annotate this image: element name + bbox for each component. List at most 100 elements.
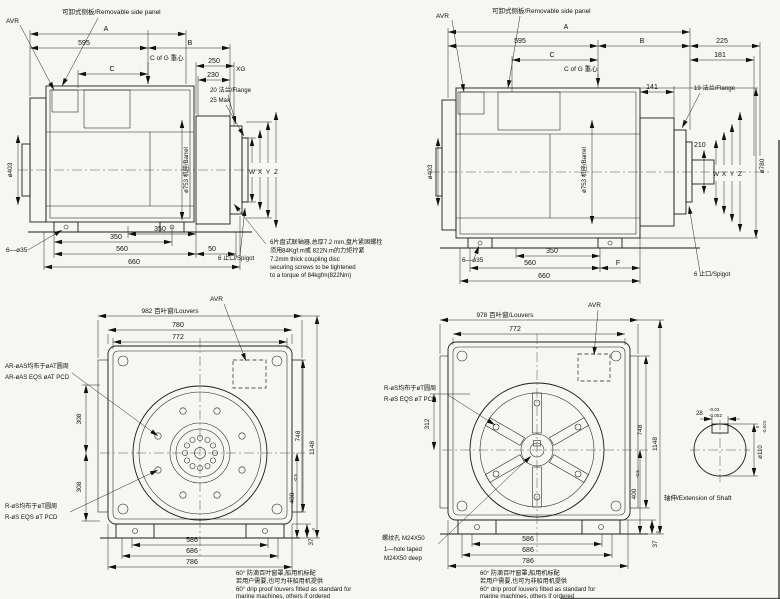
- bl-dim-780: 780: [172, 322, 184, 329]
- br-rs-label-en: R-øS EQS øT PCD: [384, 396, 437, 403]
- bl-dim-786: 786: [186, 559, 198, 566]
- br-rs-label-cn: R-øS均布于øT圆周: [384, 384, 436, 392]
- tr-dim-350: 350: [546, 248, 558, 255]
- tr-dia-780: ø780: [759, 158, 766, 173]
- tl-avr-label: AVR: [6, 18, 19, 25]
- tr-dim-595: 595: [514, 38, 526, 45]
- tl-dim-b: B: [188, 40, 193, 47]
- tl-note-line-2: 须用84Kgf.m或 822N.m的力矩拧紧: [270, 247, 364, 255]
- tl-dim-x: X: [258, 169, 263, 176]
- tr-dim-z: Z: [738, 171, 742, 178]
- tr-dim-c: C: [549, 52, 554, 59]
- br-dim-786: 786: [522, 558, 534, 565]
- tl-dim-350b: 350: [110, 234, 122, 241]
- tl-dia-403: ø403: [7, 162, 14, 177]
- tl-dim-w: W: [249, 169, 256, 176]
- tr-avr-label: AVR: [436, 13, 449, 20]
- br-avr-label: AVR: [588, 302, 601, 309]
- tr-cog-label: C of G 重心: [564, 65, 598, 73]
- tl-note-line-3: 7.2mm thick coupling disc: [270, 256, 340, 263]
- tl-note-line-5: to a torque of 84kgfm(822Nm): [270, 272, 351, 279]
- br-note-cn-1: 60° 防滴百叶窗罩,船用机标配: [480, 569, 560, 577]
- view-top-right: 可卸式侧板/Removable side panel AVR A 595 B 2…: [427, 6, 770, 284]
- bl-dim-400-tol: -0.5: [293, 474, 298, 482]
- bl-ar-label-en: AR-øAS EQS øAT PCD: [5, 374, 70, 381]
- bl-machine-outline: [97, 338, 305, 556]
- br-shaft-dim-28-tol-lo: -0.052: [709, 413, 722, 418]
- tl-note-line-1: 6片盘式联轴器,总厚7.2 mm,盘片紧固螺栓: [270, 238, 382, 246]
- bl-dimensions: [69, 303, 320, 570]
- br-dim-772: 772: [509, 326, 521, 333]
- tl-xg-label: XG: [236, 66, 245, 73]
- br-dim-686: 686: [522, 547, 534, 554]
- bl-ar-label-cn: AR-øAS均布于øAT圆周: [5, 362, 69, 370]
- br-shaft-dim-110-tol-hi: 0: [755, 425, 760, 428]
- br-shaft-dim-110: ø110: [757, 445, 764, 459]
- tr-barrel-label: ø753 机座/Barrel: [580, 147, 588, 193]
- tr-dim-210: 210: [694, 142, 706, 149]
- tr-dim-181: 181: [714, 52, 726, 59]
- bl-note-cn-1: 60° 防滴百叶窗罩,船用机标配: [236, 569, 316, 577]
- tl-dimensions: [15, 17, 279, 270]
- tr-dim-560: 560: [524, 260, 536, 267]
- br-dim-748: 748: [637, 424, 644, 435]
- view-bottom-right: 978 百叶窗/Louvers AVR 772 R-øS均布于øT圆周 R-øS…: [382, 302, 767, 599]
- view-bottom-left: 982 百叶窗/Louvers AVR 780 772 AR-øAS均布于øAT…: [5, 296, 351, 599]
- bl-dim-686: 686: [186, 548, 198, 555]
- tr-spigot-label: 6 止口/Spigot: [694, 270, 731, 278]
- tr-dim-x: X: [722, 171, 727, 178]
- tl-dim-595: 595: [78, 40, 90, 47]
- tr-dim-660: 660: [538, 273, 550, 280]
- tl-dim-230: 230: [207, 72, 219, 79]
- br-dim-586: 586: [522, 536, 534, 543]
- br-dim-312: 312: [424, 418, 431, 429]
- tl-holes-label: 6—ø35: [6, 247, 28, 254]
- tr-dim-225: 225: [716, 38, 728, 45]
- bl-dim-308a: 308: [76, 413, 83, 424]
- tl-dim-50: 50: [208, 246, 216, 253]
- bl-dim-1148: 1148: [309, 441, 316, 455]
- tr-dim-b: B: [640, 38, 645, 45]
- tl-dim-350a: 350: [154, 226, 166, 233]
- br-dim-1148: 1148: [652, 437, 659, 451]
- tl-dim-c: C: [109, 66, 114, 73]
- bl-rs-label-cn: R-øS均布于øT圆周: [5, 502, 57, 510]
- br-shaft-detail: [690, 416, 758, 482]
- tl-dim-y: Y: [266, 169, 271, 176]
- bl-note-cn-2: 若用户需要,也可为非船用机提供: [236, 577, 323, 585]
- br-shaft-dim-28: 28: [696, 410, 703, 417]
- br-tap-label-cn: 螺纹孔 M24X50: [382, 534, 425, 542]
- tr-dim-y: Y: [730, 171, 735, 178]
- br-dim-400: 400: [631, 488, 638, 499]
- bl-dim-586: 586: [186, 537, 198, 544]
- bl-rs-label-en: R-øS EQS øT PCD: [5, 514, 58, 521]
- tl-cog-label: C of G 重心: [150, 54, 184, 62]
- view-top-left: 可卸式侧板/Removable side panel AVR A 595 B C…: [6, 7, 382, 279]
- br-tap-label-en1: 1—hole taped: [384, 546, 422, 553]
- tl-dim-560: 560: [116, 246, 128, 253]
- tl-barrel-label: ø753 机座/Barrel: [182, 147, 190, 193]
- tl-flange-label: 20 法兰/Flange: [210, 86, 252, 94]
- tl-dim-250: 250: [208, 58, 220, 65]
- tl-note-line-4: securing screws to be tightened: [270, 264, 356, 271]
- bl-note-en-1: 60° drip proof louvers fitted as standar…: [236, 586, 351, 593]
- tl-dim-z: Z: [274, 169, 278, 176]
- bl-note-en-2: marine machines, others if ordered: [236, 593, 330, 599]
- br-louvers-label: 978 百叶窗/Louvers: [476, 310, 534, 319]
- tl-dim-660: 660: [128, 259, 140, 266]
- tl-spigot-label: 6 止口/Spigot: [218, 254, 255, 262]
- br-dim-37: 37: [652, 540, 659, 548]
- tl-panel-label: 可卸式侧板/Removable side panel: [62, 7, 161, 16]
- tr-dim-w: W: [713, 171, 720, 178]
- br-machine-outline: [439, 334, 648, 552]
- tl-dim-a: A: [104, 26, 109, 33]
- br-note-en-1: 60° drip proof louvers fitted as standar…: [480, 586, 595, 593]
- br-note-cn-2: 若用户需要,也可为非船用机提供: [480, 577, 567, 585]
- tr-machine-outline: [430, 87, 770, 249]
- br-shaft-dim-28-tol-hi: -0.02: [709, 407, 720, 412]
- bl-dim-37-tol: -2: [311, 528, 316, 533]
- br-dim-37-tol: -2: [655, 531, 660, 536]
- tr-flange-label: 19 法兰/Flange: [694, 84, 736, 92]
- tr-holes-label: 6—ø35: [462, 257, 484, 264]
